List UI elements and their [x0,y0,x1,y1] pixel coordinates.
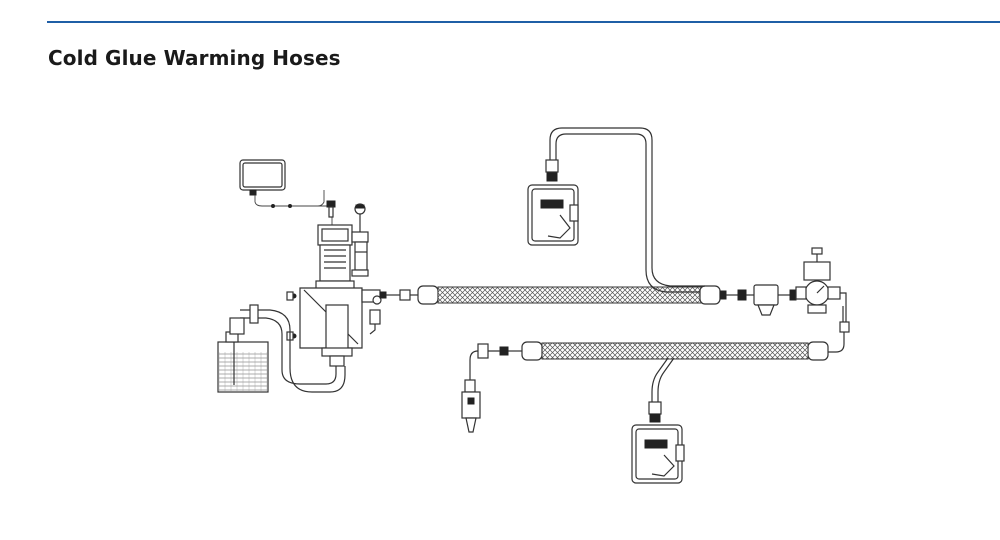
inline-filter [726,284,797,316]
pressure-regulator [795,247,847,314]
pump-outlet [361,289,411,335]
control-cable [254,190,325,207]
connector-pipe [842,306,847,322]
heated-hose-lower [499,341,829,361]
glue-container [217,317,269,393]
upper-temperature-controller [527,159,579,246]
pump-cylinder [321,304,353,367]
suction-hose [240,309,346,393]
control-box [239,159,286,196]
lower-temperature-controller [631,401,685,484]
page-title: Cold Glue Warming Hoses [48,46,341,70]
header-rule [47,21,1000,23]
mounting-bracket [286,287,363,349]
gauge [354,203,366,232]
lower-controller-cable [651,357,669,402]
pump-assembly [315,200,355,292]
applicator-gun [461,343,489,433]
filter-regulator [351,231,369,277]
heated-hose-upper [410,285,727,305]
upper-controller-cable [549,127,705,287]
